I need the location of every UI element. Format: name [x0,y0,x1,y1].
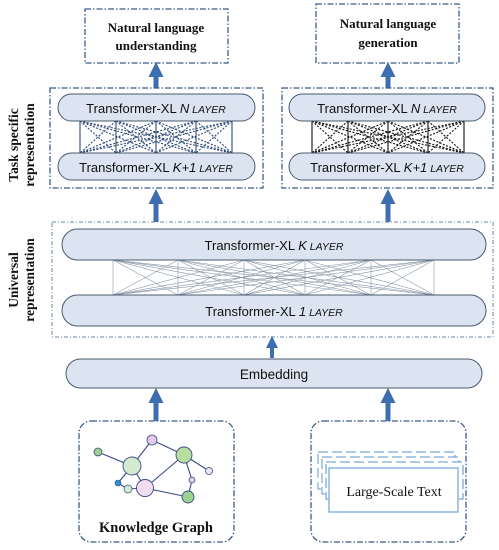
connection-line [427,120,465,154]
large-scale-text-box: Large-Scale Text [310,420,467,543]
nlg-line2: generation [358,35,418,50]
universal-connections [112,259,435,296]
side-label-task-specific-line1: Task specific [6,108,21,181]
universal-layer-1 [61,294,487,327]
task-left-layer-n [57,93,256,122]
connection-line [311,120,465,154]
task-block-right: Transformer-XL N LAYER Transformer-XL K+… [281,87,494,189]
nlu-line2: understanding [116,38,197,53]
side-label-universal-line2: representation [22,238,37,322]
side-label-task-specific: Task specific representation [6,103,37,187]
connection-line [347,120,465,154]
connection-line [115,120,233,154]
side-label-universal: Universal representation [6,238,37,322]
universal-layer-k [61,228,487,261]
connection-line [112,259,245,296]
connection-line [177,259,245,296]
connection-line [79,120,117,154]
task-left-layer-k1 [57,152,256,181]
task-right-connections [311,120,465,154]
task-right-layer-k1 [288,152,486,181]
embedding-label: Embedding [240,367,308,382]
knowledge-graph-box: Knowledge Graph [78,420,235,543]
connection-line [195,120,233,154]
nlg-line1: Natural language [340,16,437,31]
connection-line [155,120,197,154]
embedding-layer: Embedding [65,358,483,389]
connection-line [387,120,429,154]
connection-line [177,259,435,296]
connection-line [370,259,435,296]
connection-line [311,120,349,154]
connection-line [304,259,435,296]
output-box-nlg: Natural language generation [315,3,460,64]
task-right-layer-k1-label: Transformer-XL K+1 LAYER [310,160,464,175]
connection-line [311,120,349,154]
connection-line [115,120,157,154]
task-right-layer-n-label: Transformer-XL N LAYER [317,101,457,116]
universal-layer-1-label: Transformer-XL 1 LAYER [205,304,343,319]
connection-line [79,120,233,154]
connection-line [79,120,117,154]
connection-line [112,259,372,296]
connection-line [195,120,233,154]
side-label-universal-line1: Universal [6,252,21,308]
output-box-nlu: Natural language understanding [84,8,229,64]
connection-line [112,259,179,296]
task-left-connections [79,120,233,154]
universal-block: Transformer-XL K LAYER Transformer-XL 1 … [51,221,494,338]
connection-line [79,120,197,154]
connection-line [112,259,306,296]
connection-line [427,120,465,154]
large-scale-text-label: Large-Scale Text [346,485,441,500]
document-stack-icon [317,451,464,513]
side-label-task-specific-line2: representation [22,103,37,187]
connection-line [243,259,435,296]
task-right-layer-n [288,93,486,122]
nlu-line1: Natural language [108,20,205,35]
connection-line [347,120,389,154]
universal-layer-k-label: Transformer-XL K LAYER [205,238,344,253]
task-left-layer-k1-label: Transformer-XL K+1 LAYER [79,160,233,175]
connection-line [112,259,435,296]
task-block-left: Transformer-XL N LAYER Transformer-XL K+… [49,87,264,189]
knowledge-graph-icon [93,434,213,504]
task-left-layer-n-label: Transformer-XL N LAYER [86,101,226,116]
knowledge-graph-label: Knowledge Graph [99,520,213,536]
connection-line [311,120,429,154]
